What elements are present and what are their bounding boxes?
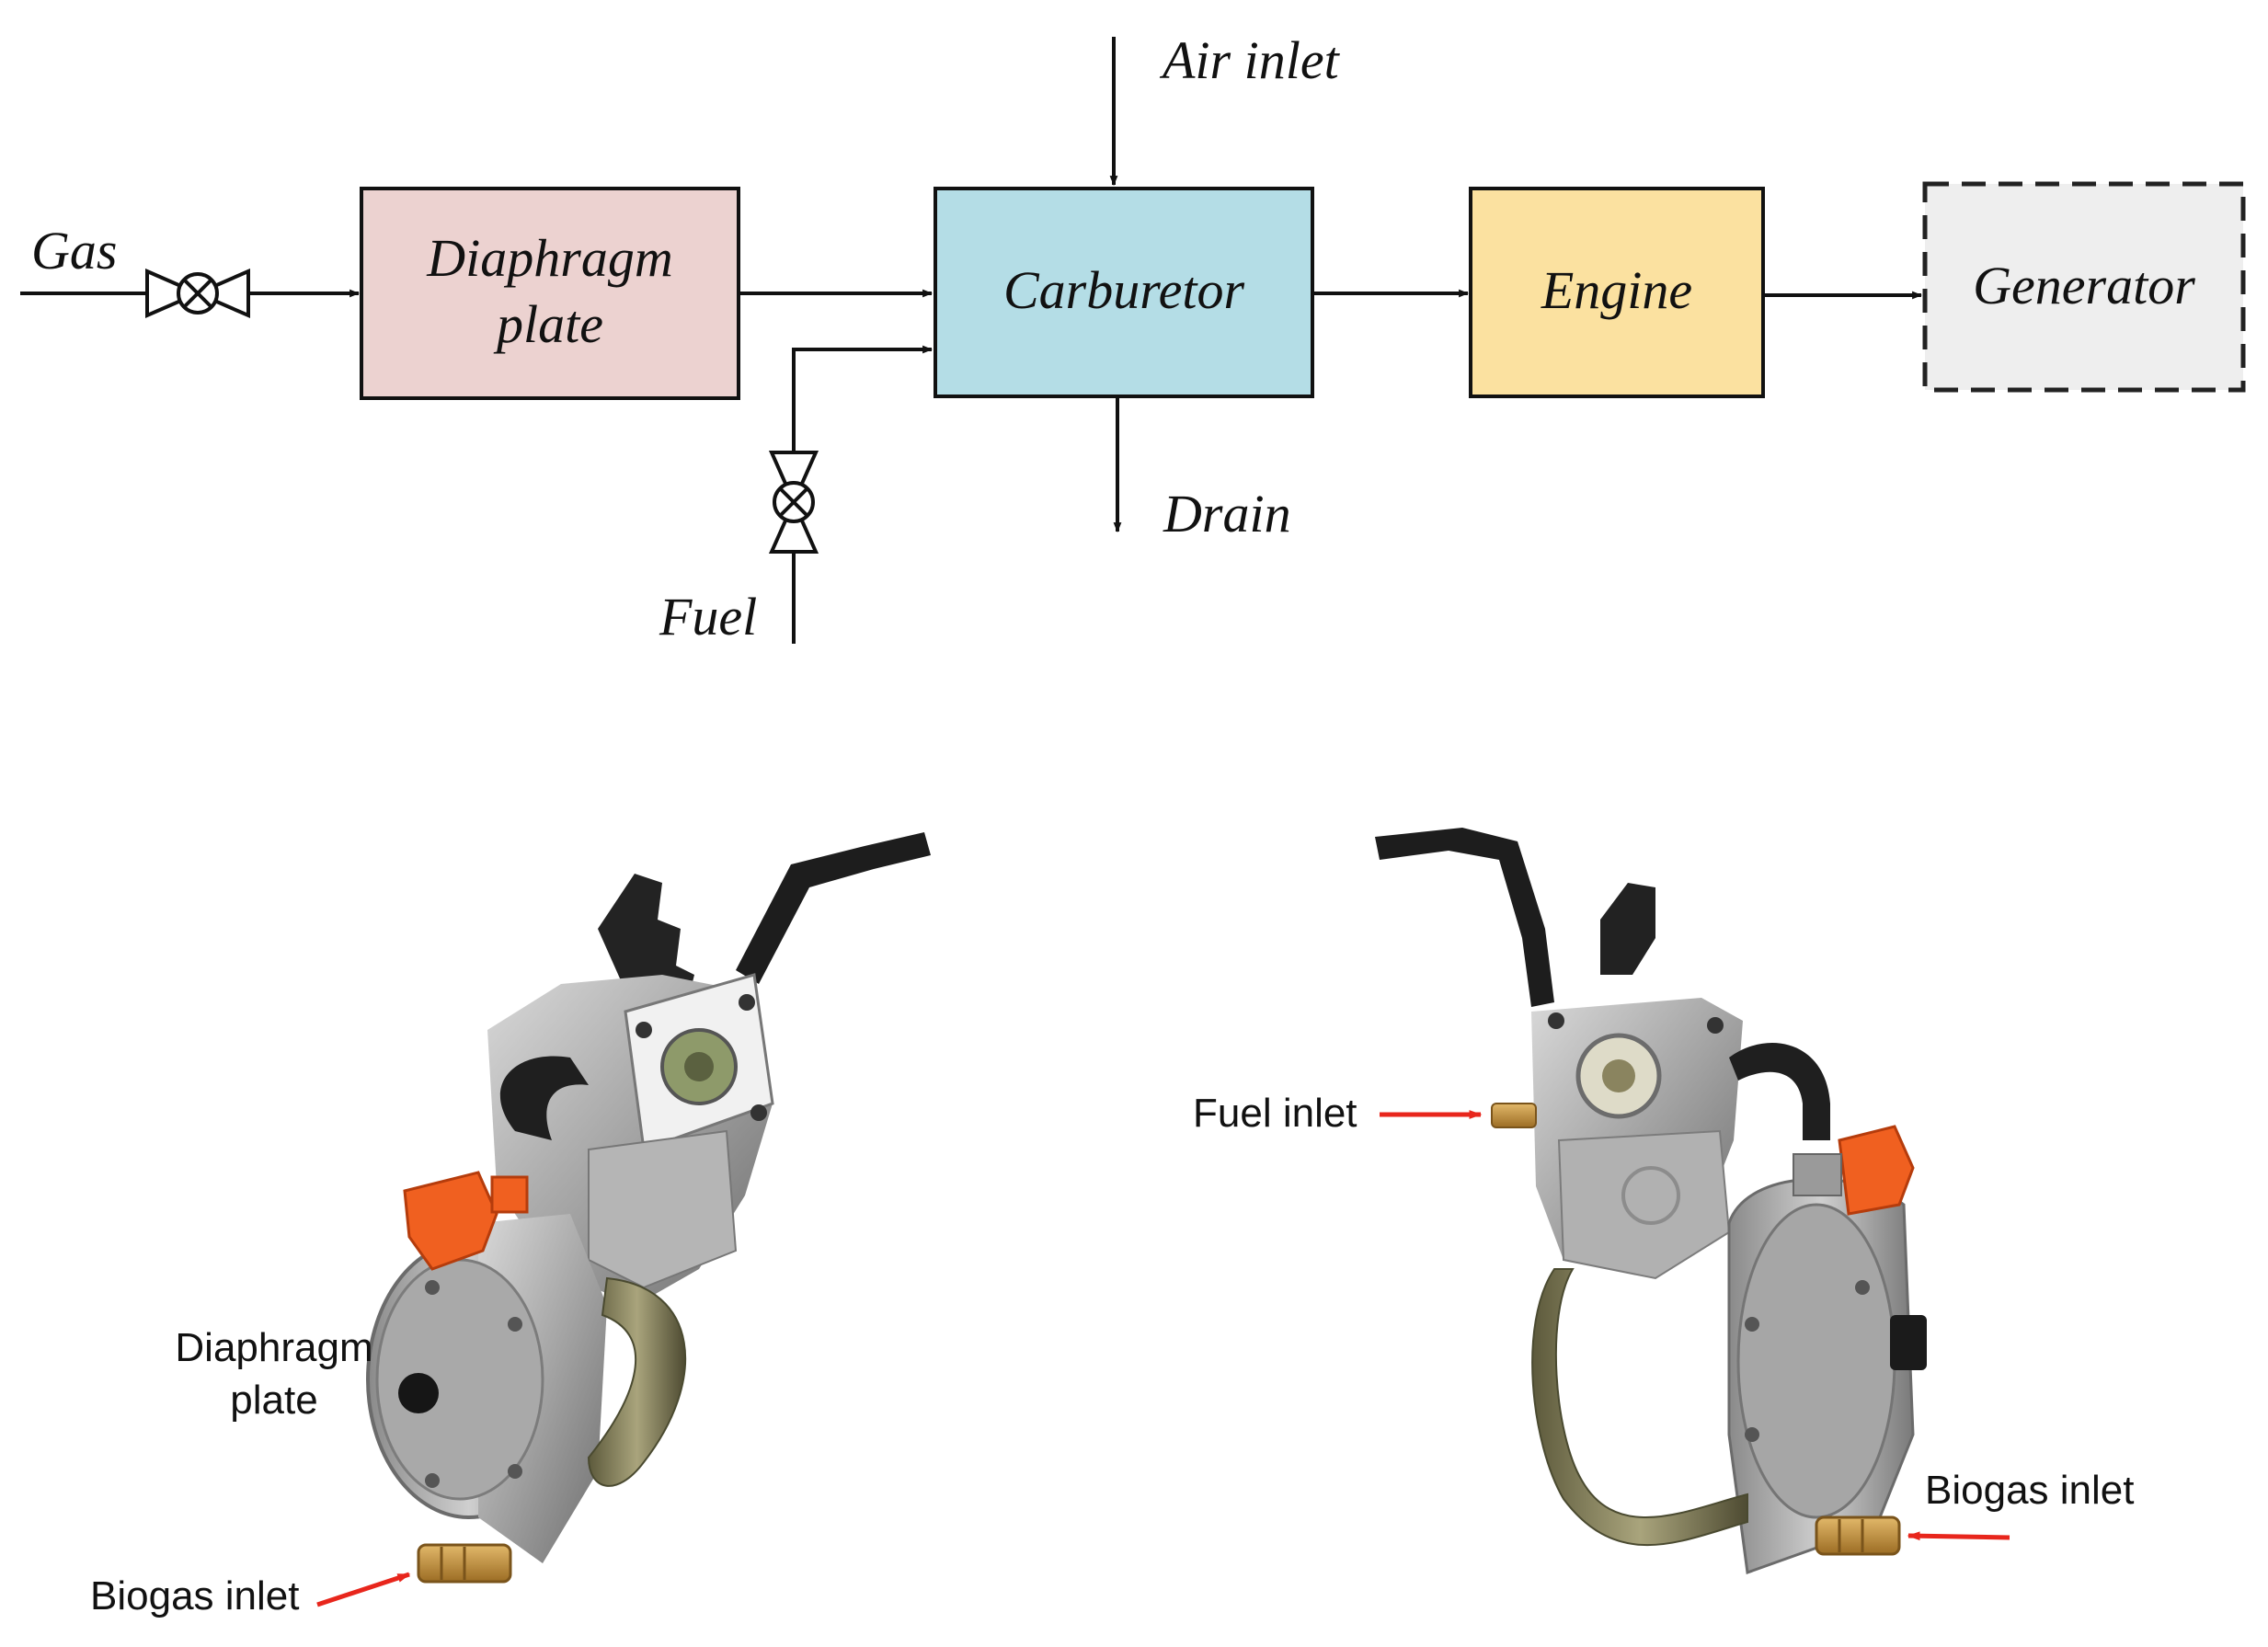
carburetor-block: [934, 187, 1314, 398]
drain-label: Drain: [1163, 484, 1291, 543]
generator-block: [1922, 181, 2246, 393]
gas-valve-icon: [145, 268, 250, 319]
diaphragm-plate-label-line2: plate: [493, 294, 603, 354]
fuel-line: [792, 345, 934, 644]
engine-block: [1469, 187, 1765, 398]
fuel-valve-icon: [768, 451, 819, 554]
right-fuel-inlet-label: Fuel inlet: [1193, 1091, 1357, 1136]
air-inlet-label: Air inlet: [1159, 30, 1341, 90]
diaphragm-plate-label-line1: Diaphragm: [426, 228, 672, 288]
carburetor-label: Carburetor: [1003, 260, 1245, 320]
left-biogas-inlet-callout-arrow: [316, 1572, 411, 1607]
left-diaphragm-plate-label-line2: plate: [230, 1378, 317, 1423]
left-carburetor-photo: [366, 832, 931, 1584]
gas-label: Gas: [31, 221, 117, 280]
right-biogas-inlet-label: Biogas inlet: [1925, 1468, 2134, 1513]
left-biogas-inlet-label: Biogas inlet: [90, 1573, 299, 1618]
engine-label: Engine: [1541, 260, 1692, 320]
fuel-label: Fuel: [659, 587, 757, 646]
flow-diagram: Gas Diaphragm plate Fuel Carburetor Air …: [20, 30, 2246, 646]
diaphragm-plate-block: [360, 187, 740, 400]
generator-label: Generator: [1973, 256, 2195, 315]
right-biogas-inlet-callout-arrow: [1907, 1531, 2010, 1541]
right-carburetor-photo: [1375, 828, 1927, 1575]
left-diaphragm-plate-label-line1: Diaphragm: [175, 1325, 372, 1370]
